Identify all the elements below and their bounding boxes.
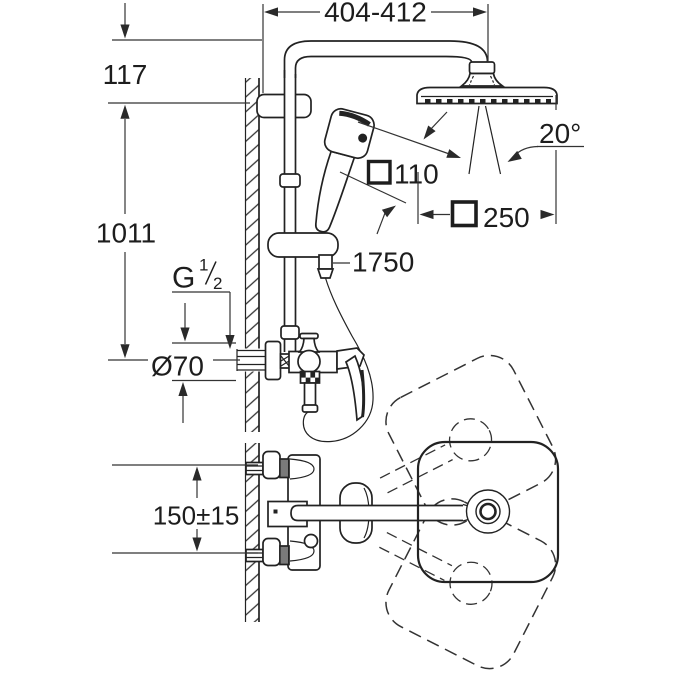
thread-g-label: G	[172, 262, 195, 295]
dim-head-shower-size: 250	[417, 95, 557, 233]
dim-inlet-spacing-label: 150±15	[153, 501, 240, 531]
mixer-valve	[264, 332, 366, 422]
dim-thread: G 1 2	[172, 256, 235, 349]
escutcheon-flange	[264, 340, 282, 381]
plan-ball-joint	[465, 489, 511, 534]
pipe-joint-ring	[280, 325, 300, 340]
dim-escutcheon-diameter: Ø70	[151, 303, 236, 423]
wall-section-upper	[244, 78, 260, 432]
plan-supply-cap	[262, 450, 281, 480]
riser-pipe	[279, 40, 312, 352]
square-symbol	[366, 159, 392, 185]
dim-hand-shower-label: 110	[394, 159, 439, 190]
plan-screw-hole	[303, 533, 319, 549]
riser-connector	[297, 337, 321, 353]
dim-arm-projection: 404-412	[262, 0, 489, 93]
dim-escutcheon-label: Ø70	[151, 351, 204, 382]
dim-arm-projection-label: 404-412	[324, 0, 427, 28]
head-shower	[416, 61, 558, 105]
dim-riser-height: 1011	[96, 104, 240, 361]
valve-cartridge-dome	[297, 349, 321, 374]
dim-arm-drop-label: 117	[103, 59, 148, 90]
dim-hose-length: 1750	[333, 247, 414, 278]
hose-outlet	[318, 254, 333, 270]
spray-cone-lines	[468, 105, 502, 175]
dim-tilt-angle: 20°	[357, 111, 584, 162]
dim-head-shower-label: 250	[483, 202, 530, 233]
lever-handle-blade	[344, 354, 365, 422]
plan-shower-arm	[290, 503, 483, 522]
dim-hose-length-label: 1750	[352, 247, 414, 278]
hose-connection-stub	[303, 382, 317, 408]
plan-supply-cap	[262, 537, 281, 567]
hand-shower	[314, 107, 375, 233]
center-mark	[273, 509, 278, 514]
pipe-joint-ring	[279, 173, 301, 188]
thread-denominator: 2	[213, 274, 222, 293]
ball-joint-nut	[468, 61, 496, 75]
ball-joint	[458, 72, 506, 87]
hand-shower-face	[339, 110, 371, 127]
dim-arm-drop: 117	[103, 3, 262, 104]
plan-head-shower-square	[416, 440, 560, 584]
dimensions: 404-412 117 1011 G 1 2	[96, 0, 584, 554]
thread-numerator: 1	[199, 256, 208, 275]
aerator-checker	[299, 370, 321, 384]
plan-supply-lower	[245, 537, 290, 567]
shower-hose	[302, 277, 374, 443]
slider-holder	[267, 232, 339, 258]
dim-tilt-angle-label: 20°	[539, 118, 581, 149]
plan-supply-upper	[245, 450, 290, 480]
hand-shower-handle	[314, 150, 356, 233]
shower-arm	[311, 40, 489, 63]
supply-pipe-front	[236, 348, 266, 372]
front-view	[236, 40, 558, 443]
square-symbol	[450, 200, 478, 228]
hose-outlet-cone	[316, 268, 335, 279]
hose-connection-cap	[301, 404, 319, 413]
plan-view	[245, 440, 560, 584]
dim-hand-shower-size: 110	[339, 159, 439, 235]
swivel-range-dashed-left	[379, 354, 557, 526]
dim-riser-height-label: 1011	[96, 218, 156, 249]
dim-inlet-spacing: 150±15	[112, 464, 258, 554]
fraction-slash	[204, 261, 217, 285]
spray-button	[358, 133, 368, 143]
